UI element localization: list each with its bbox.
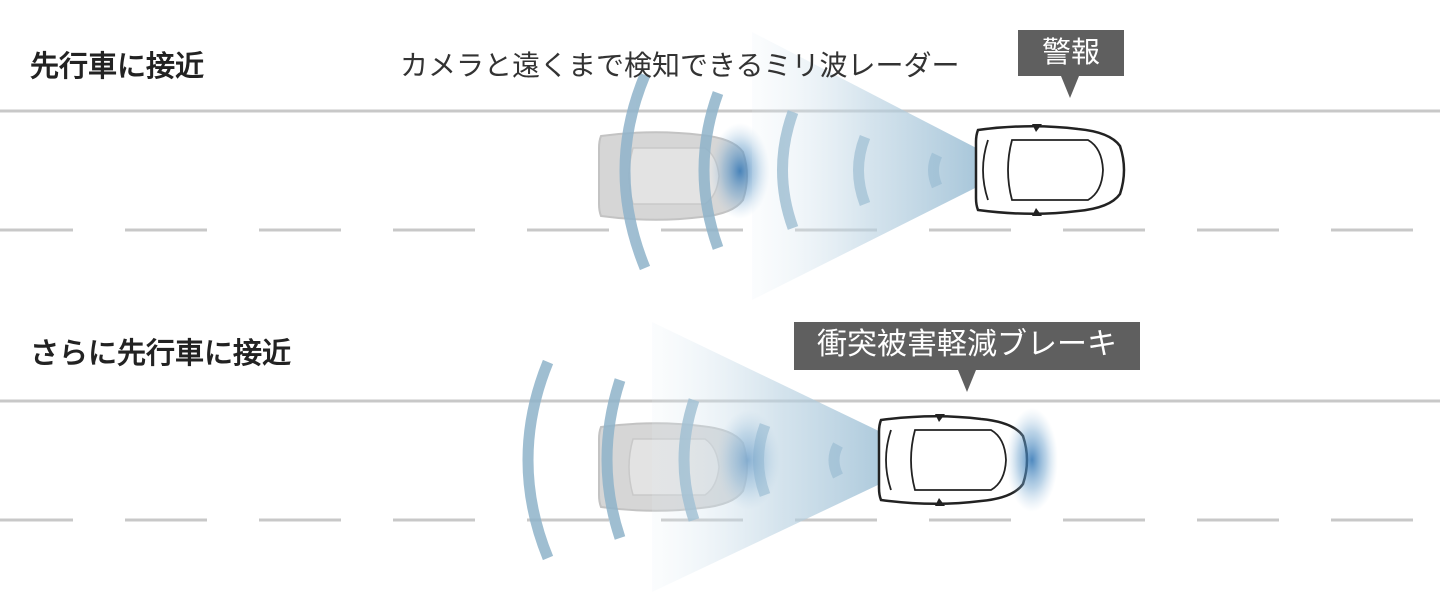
scene-2-label: さらに先行車に接近 — [30, 336, 292, 370]
own-car — [877, 414, 1029, 506]
scene-1 — [0, 32, 1440, 300]
warning-callout: 警報 — [1018, 30, 1124, 98]
scene-2 — [0, 322, 1440, 592]
scene-1-label: 先行車に接近 — [30, 49, 205, 83]
radar-label: カメラと遠くまで検知できるミリ波レーダー — [400, 49, 960, 82]
brake-callout: 衝突被害軽減ブレーキ — [794, 322, 1140, 392]
own-car — [974, 124, 1126, 216]
detection-beam — [752, 32, 1015, 300]
brake-glow — [1006, 408, 1058, 512]
detection-beam — [652, 322, 935, 592]
